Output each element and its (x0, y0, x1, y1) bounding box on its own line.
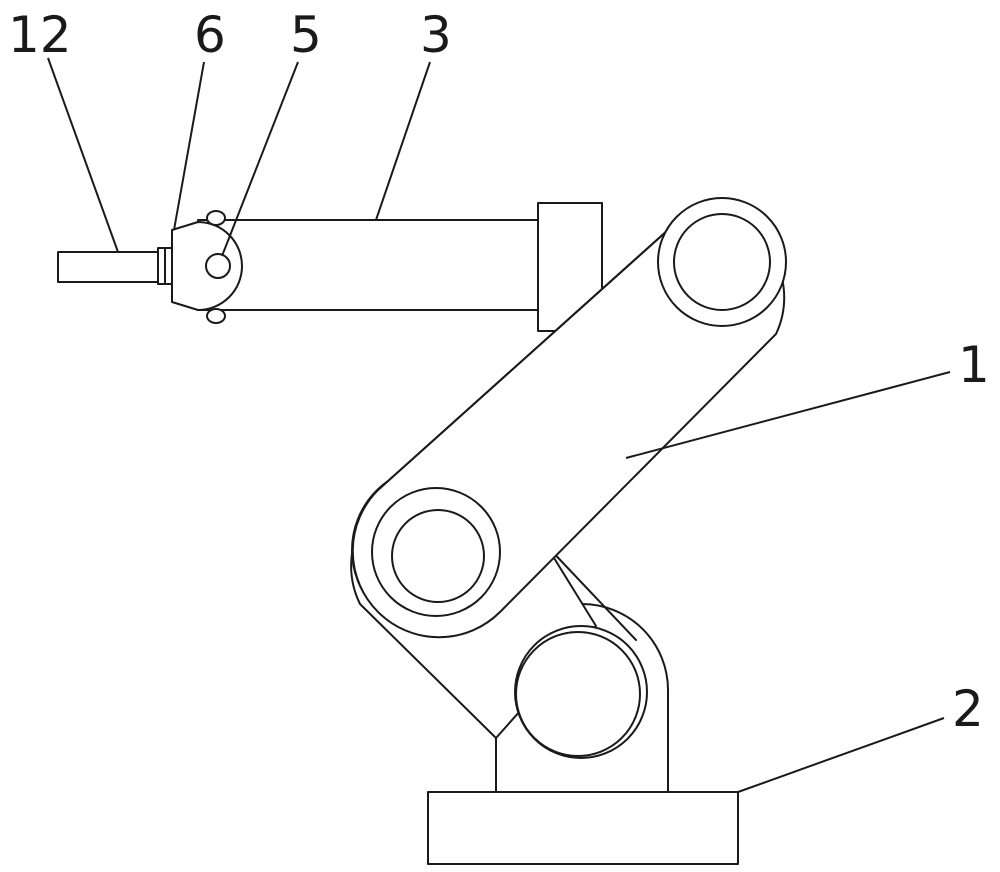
callout-5: 5 (290, 6, 322, 64)
callout-6: 6 (194, 6, 226, 64)
forearm-housing (197, 219, 545, 311)
upper-joint-inner (673, 213, 771, 311)
shoulder-inner-circle (515, 631, 641, 757)
rear-link-inner (545, 544, 637, 641)
callout-3: 3 (420, 6, 452, 64)
elbow-joint-inner (391, 509, 485, 603)
leader-3 (375, 61, 431, 221)
pivot-pin (205, 253, 231, 279)
wrist-bottom-bolt (206, 308, 226, 324)
leader-1 (625, 371, 951, 459)
callout-2: 2 (952, 680, 984, 738)
callout-12: 12 (8, 6, 72, 64)
leader-2 (737, 717, 945, 793)
wrist-top-bolt (206, 210, 226, 226)
tool-rod (57, 251, 159, 283)
callout-1: 1 (958, 336, 990, 394)
leader-5 (221, 61, 299, 257)
leader-6 (173, 61, 205, 231)
main-arm-link-edge (377, 211, 689, 491)
base-plate (427, 791, 739, 865)
leader-12 (47, 57, 119, 253)
